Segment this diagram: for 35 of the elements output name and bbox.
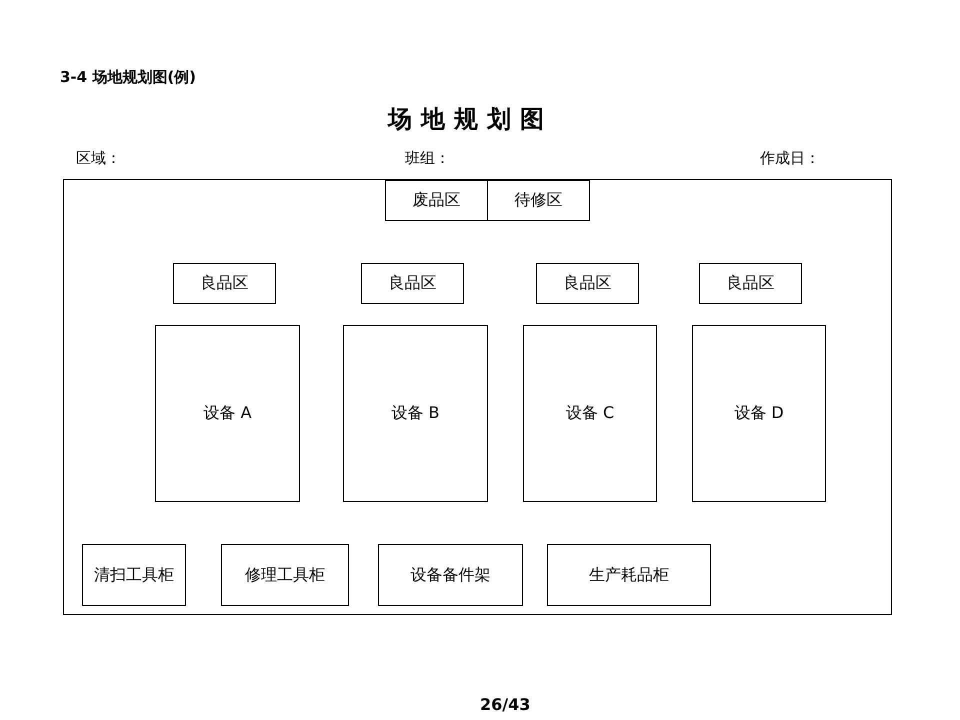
zone-label: 修理工具柜: [245, 564, 325, 586]
zone-label: 废品区: [412, 190, 460, 211]
zone-label: 良品区: [726, 273, 774, 294]
plan-title: 场地规划图: [388, 103, 553, 135]
zone-label: 良品区: [564, 273, 612, 294]
area-frame: [63, 179, 892, 615]
zone-label: 良品区: [388, 273, 436, 294]
zone-label: 待修区: [514, 190, 562, 211]
zone-box: [385, 180, 488, 221]
zone-box: [487, 180, 590, 221]
zone-box: [699, 263, 802, 304]
zone-box: [82, 544, 186, 606]
zone-box: [378, 544, 523, 606]
zone-label: 设备 D: [734, 403, 784, 424]
zone-label: 生产耗品柜: [589, 564, 669, 586]
zone-box: [547, 544, 711, 606]
zone-box: [221, 544, 349, 606]
zone-label: 设备 C: [566, 403, 614, 424]
zone-box: [361, 263, 464, 304]
field-label: 作成日：: [760, 149, 820, 168]
zone-box: [173, 263, 276, 304]
zone-box: [343, 325, 488, 502]
zone-label: 设备备件架: [410, 564, 490, 586]
zone-label: 清扫工具柜: [94, 564, 174, 586]
zone-box: [536, 263, 639, 304]
zone-label: 良品区: [200, 273, 248, 294]
section-heading: 3-4 场地规划图(例): [60, 68, 196, 87]
field-label: 班组：: [405, 149, 450, 168]
field-label: 区域：: [76, 149, 121, 168]
zone-box: [155, 325, 300, 502]
zone-box: [523, 325, 657, 502]
zone-box: [692, 325, 826, 502]
zone-label: 设备 A: [203, 403, 252, 424]
zone-label: 设备 B: [391, 403, 440, 424]
page-number: 26/43: [480, 695, 530, 714]
